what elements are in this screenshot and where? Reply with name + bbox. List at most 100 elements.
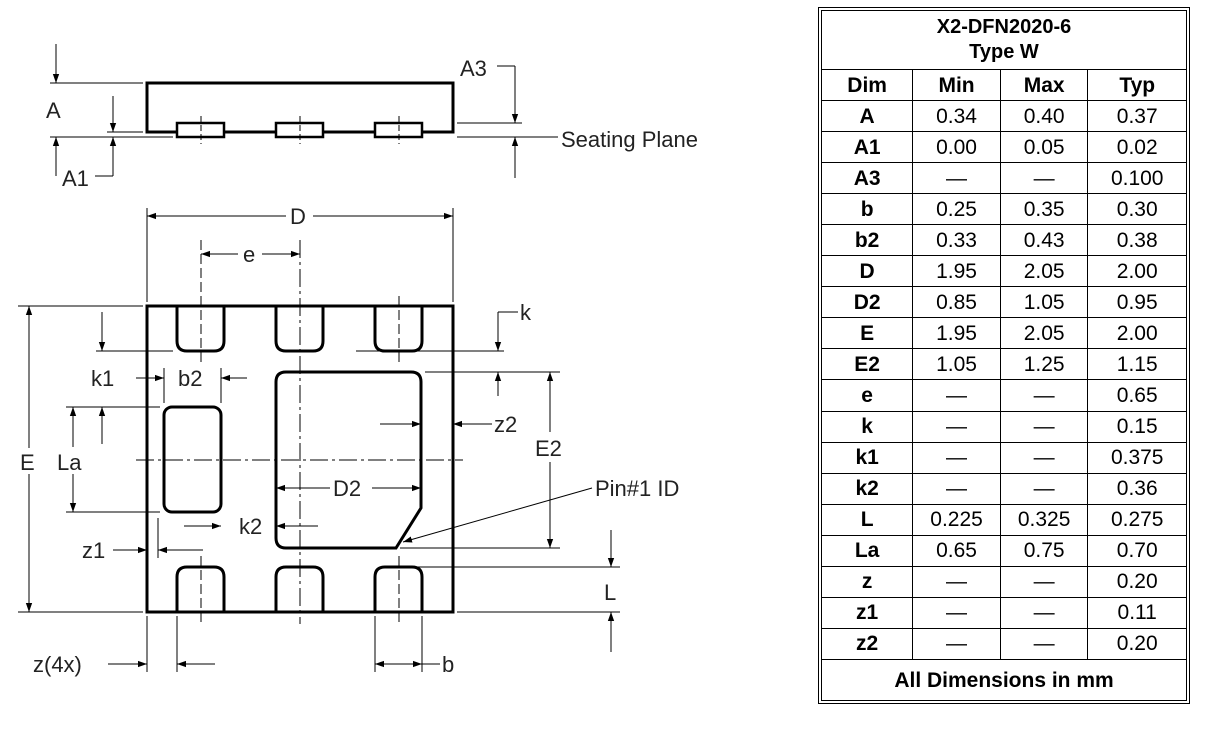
cell-typ: 0.20 <box>1087 565 1187 598</box>
package-type: Type W <box>969 41 1039 63</box>
side-view <box>50 44 558 178</box>
cell-max: — <box>999 379 1089 412</box>
cell-dim: z2 <box>820 627 914 661</box>
cell-max: — <box>999 627 1089 661</box>
cell-min: — <box>912 441 1001 474</box>
cell-dim: k <box>820 410 914 443</box>
cell-dim: b <box>820 193 914 226</box>
cell-min: 0.33 <box>912 224 1001 257</box>
table-footer-row: All Dimensions in mm <box>821 659 1187 701</box>
cell-typ: 0.02 <box>1087 131 1187 164</box>
label-D2: D2 <box>333 476 361 501</box>
cell-dim: D <box>820 255 914 288</box>
header-typ: Typ <box>1087 68 1187 102</box>
cell-dim: A3 <box>820 162 914 195</box>
label-seating-plane: Seating Plane <box>561 127 698 152</box>
cell-dim: z <box>820 565 914 598</box>
cell-typ: 0.70 <box>1087 534 1187 567</box>
cell-max: — <box>999 472 1089 505</box>
cell-max: — <box>999 410 1089 443</box>
cell-max: 1.05 <box>999 286 1089 319</box>
cell-min: 1.95 <box>912 317 1001 350</box>
label-A1: A1 <box>62 166 89 191</box>
cell-min: 0.25 <box>912 193 1001 226</box>
cell-dim: k2 <box>820 472 914 505</box>
cell-typ: 0.275 <box>1087 503 1187 536</box>
cell-min: — <box>912 410 1001 443</box>
cell-min: — <box>912 472 1001 505</box>
cell-min: 1.05 <box>912 348 1001 381</box>
cell-min: 0.34 <box>912 100 1001 133</box>
cell-dim: e <box>820 379 914 412</box>
cell-typ: 2.00 <box>1087 317 1187 350</box>
cell-max: 0.75 <box>999 534 1089 567</box>
cell-max: 2.05 <box>999 255 1089 288</box>
cell-typ: 0.20 <box>1087 627 1187 661</box>
table-row: k2——0.36 <box>820 472 1187 505</box>
cell-min: 0.00 <box>912 131 1001 164</box>
cell-min: 0.85 <box>912 286 1001 319</box>
top-view <box>18 208 620 672</box>
label-k: k <box>520 300 532 325</box>
table-title: X2-DFN2020-6 Type W <box>821 10 1187 70</box>
table-row: k1——0.375 <box>820 441 1187 474</box>
label-z4x: z(4x) <box>33 652 82 677</box>
label-z1: z1 <box>82 538 105 563</box>
cell-typ: 0.37 <box>1087 100 1187 133</box>
cell-min: — <box>912 565 1001 598</box>
cell-typ: 0.15 <box>1087 410 1187 443</box>
cell-typ: 0.11 <box>1087 596 1187 629</box>
cell-max: 0.35 <box>999 193 1089 226</box>
table-row: k——0.15 <box>820 410 1187 443</box>
label-z2: z2 <box>494 412 517 437</box>
table-header-row: Dim Min Max Typ <box>820 68 1187 102</box>
table-row: e——0.65 <box>820 379 1187 412</box>
cell-max: 0.43 <box>999 224 1089 257</box>
cell-max: 0.325 <box>999 503 1089 536</box>
table-row: z2——0.20 <box>820 627 1187 661</box>
label-b: b <box>442 652 454 677</box>
cell-min: — <box>912 162 1001 195</box>
cell-max: — <box>999 596 1089 629</box>
cell-min: — <box>912 627 1001 661</box>
cell-min: 1.95 <box>912 255 1001 288</box>
label-La: La <box>57 450 82 475</box>
cell-typ: 0.375 <box>1087 441 1187 474</box>
cell-typ: 0.95 <box>1087 286 1187 319</box>
cell-dim: E <box>820 317 914 350</box>
cell-dim: La <box>820 534 914 567</box>
label-E2: E2 <box>535 436 562 461</box>
cell-dim: A1 <box>820 131 914 164</box>
cell-max: 0.05 <box>999 131 1089 164</box>
cell-typ: 0.36 <box>1087 472 1187 505</box>
cell-max: 2.05 <box>999 317 1089 350</box>
cell-typ: 1.15 <box>1087 348 1187 381</box>
cell-dim: E2 <box>820 348 914 381</box>
cell-max: — <box>999 565 1089 598</box>
cell-min: — <box>912 596 1001 629</box>
label-A3: A3 <box>460 56 487 81</box>
cell-min: 0.65 <box>912 534 1001 567</box>
label-b2: b2 <box>178 366 202 391</box>
cell-typ: 0.38 <box>1087 224 1187 257</box>
cell-dim: k1 <box>820 441 914 474</box>
table-footer: All Dimensions in mm <box>821 659 1187 701</box>
cell-max: 1.25 <box>999 348 1089 381</box>
cell-dim: D2 <box>820 286 914 319</box>
cell-dim: A <box>820 100 914 133</box>
cell-min: — <box>912 379 1001 412</box>
header-min: Min <box>912 68 1001 102</box>
header-max: Max <box>999 68 1089 102</box>
package-name: X2-DFN2020-6 <box>936 16 1072 38</box>
cell-typ: 0.100 <box>1087 162 1187 195</box>
cell-dim: z1 <box>820 596 914 629</box>
